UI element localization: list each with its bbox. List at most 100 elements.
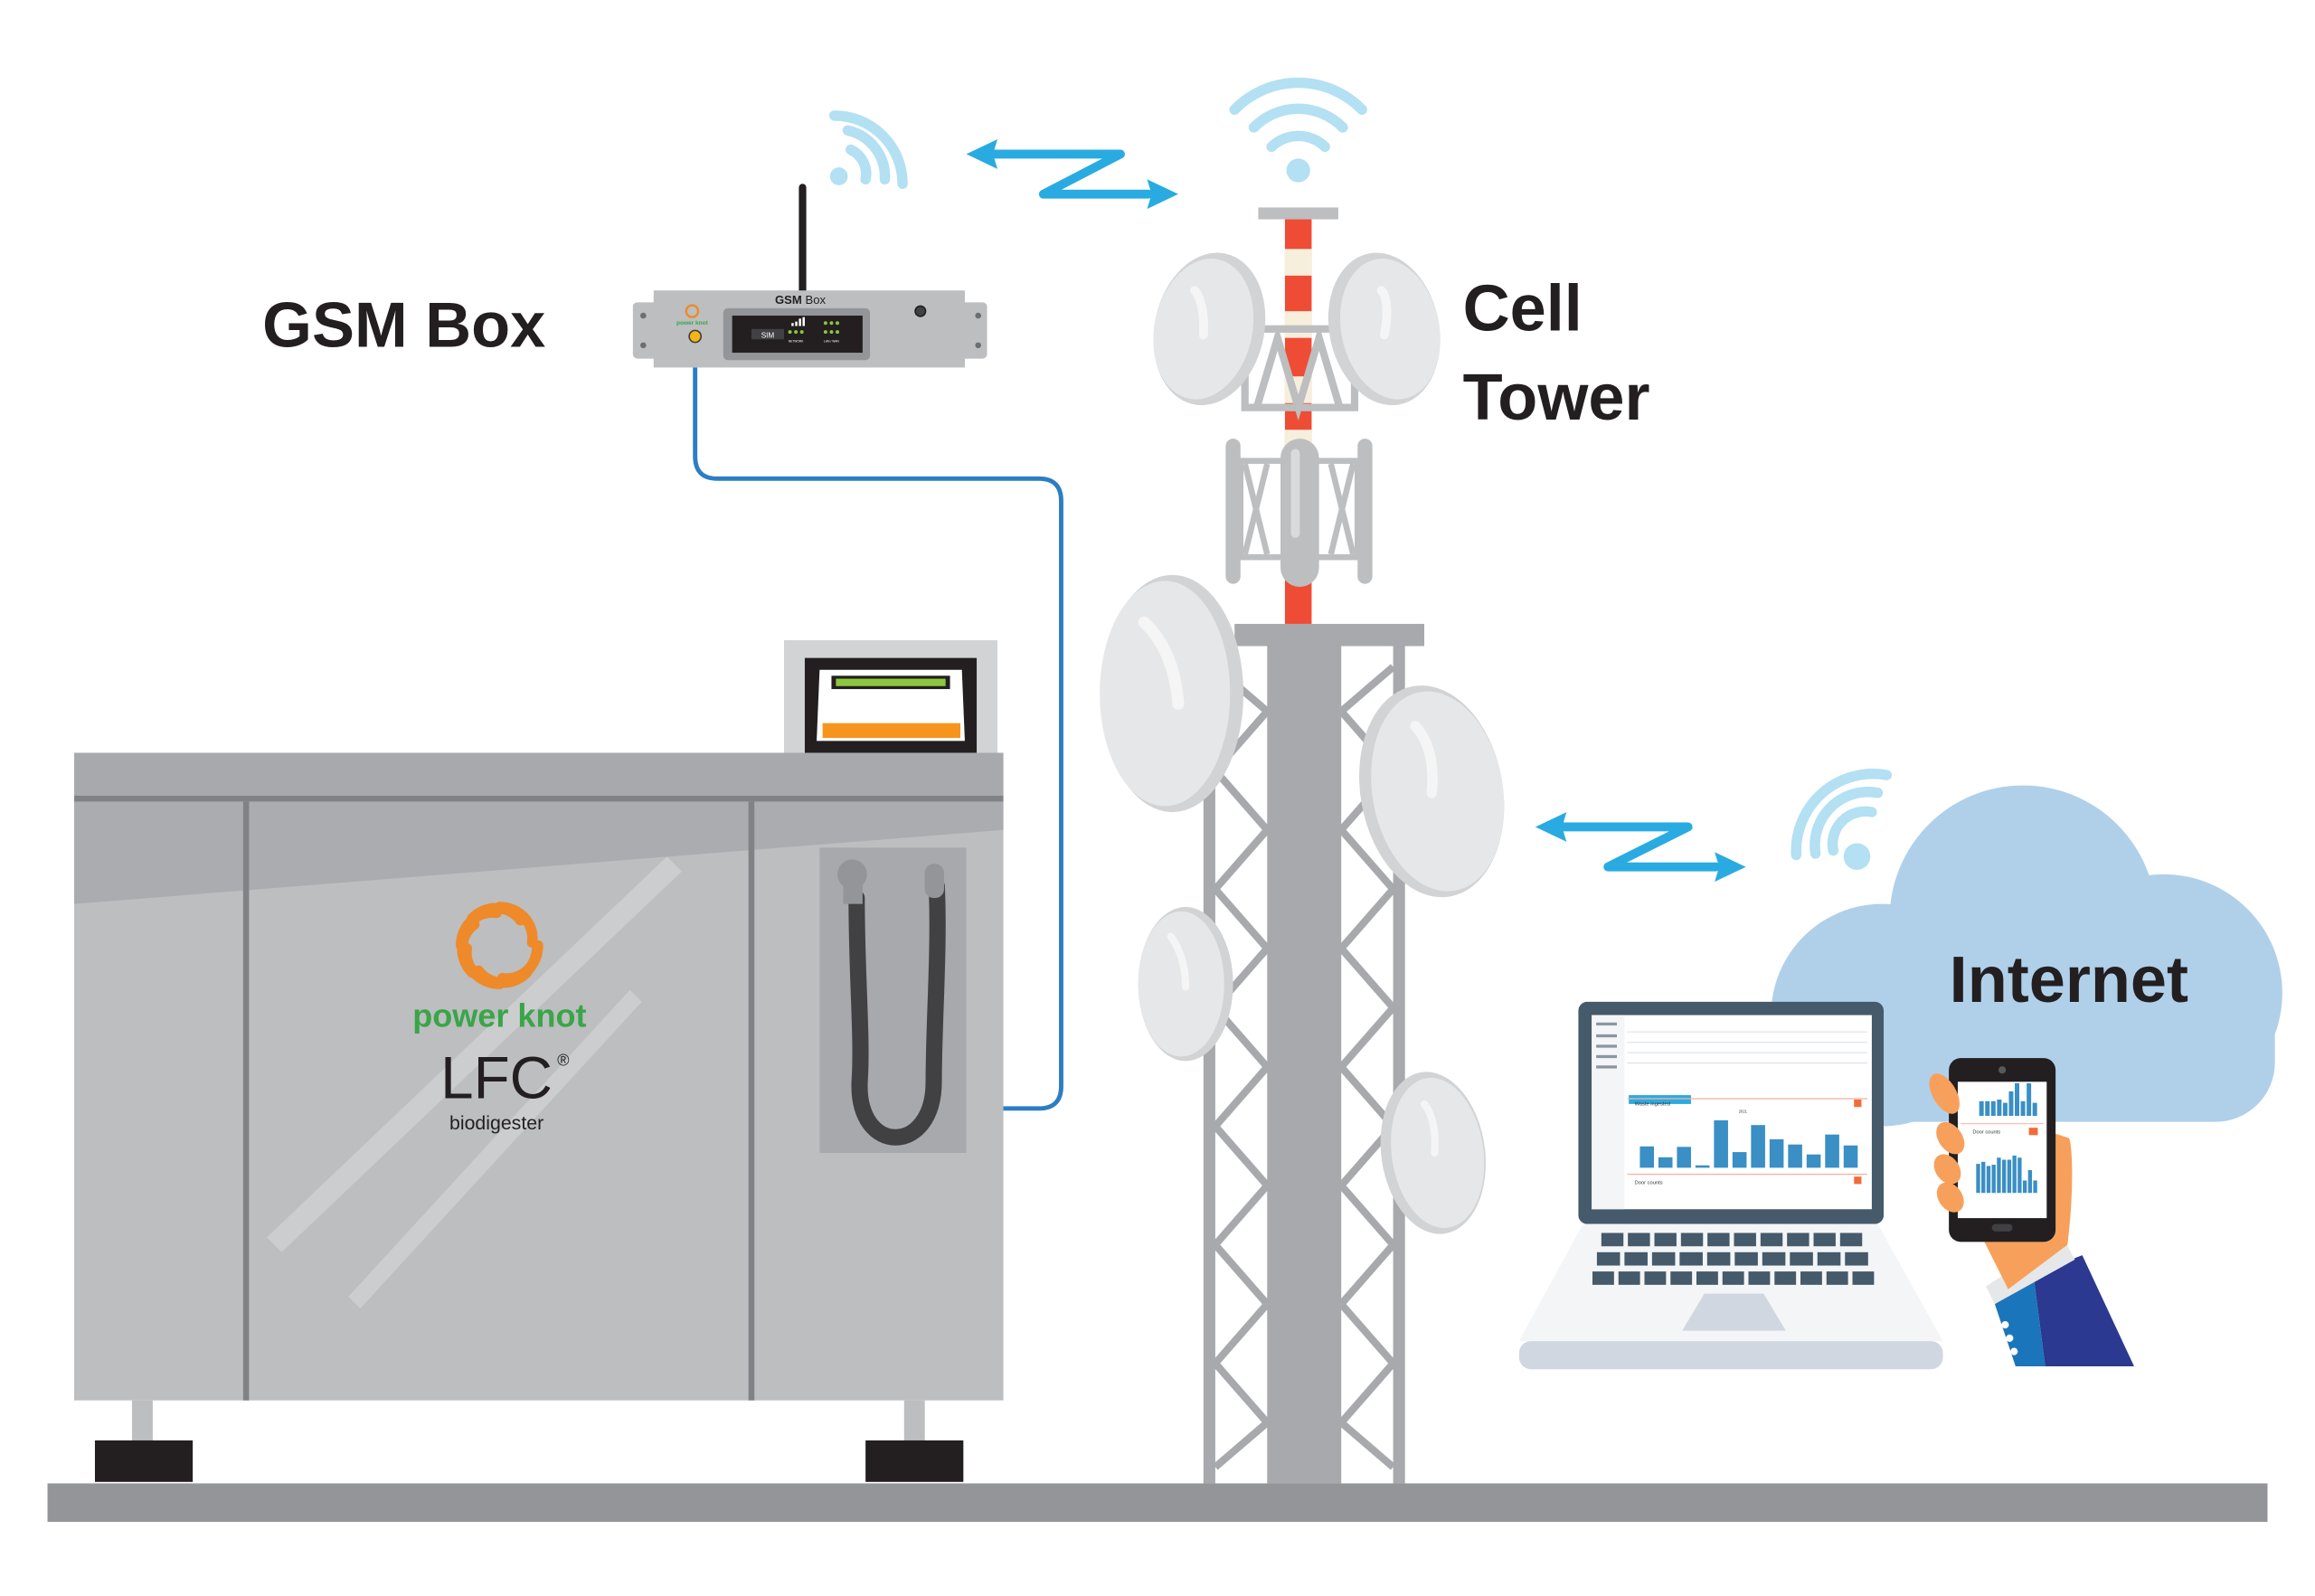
key	[1817, 1251, 1841, 1266]
key	[1618, 1271, 1640, 1285]
phone-bottom-bar-12	[2033, 1180, 2037, 1194]
wifi-signal-icon-tower	[1229, 77, 1367, 183]
laptop-chart-bars	[1639, 1119, 1858, 1168]
key	[1813, 1232, 1836, 1247]
phone-top-bar-8	[2020, 1100, 2026, 1117]
dish-top-left	[1153, 252, 1266, 406]
sim-label: SIM	[761, 332, 775, 340]
data-cable	[693, 367, 1063, 1111]
laptop-bar-11	[1825, 1134, 1839, 1168]
laptop-bar-1	[1639, 1146, 1655, 1168]
gsm-box-label: GSM Box	[262, 288, 545, 360]
phone-top-bar-1	[1979, 1100, 1984, 1117]
phone-bottom-bar-7	[2007, 1159, 2012, 1194]
dish-antennas	[1100, 252, 1505, 1234]
cell-tower-label-line2: Tower	[1463, 362, 1650, 434]
laptop: Waste ingested 2021 Door counts	[1518, 1001, 1943, 1370]
network-leds	[788, 321, 839, 335]
key	[1722, 1271, 1744, 1285]
phone-bottom-bar-10	[2022, 1180, 2027, 1194]
laptop-front-edge	[1518, 1341, 1943, 1370]
laptop-bar-9	[1788, 1144, 1802, 1168]
key	[1800, 1271, 1822, 1285]
power-knot-logo	[456, 902, 543, 989]
key	[1839, 1232, 1863, 1247]
phone-top-bar-3	[1990, 1100, 1996, 1117]
phone-bottom-bar-1	[1976, 1164, 1980, 1194]
key	[1734, 1232, 1756, 1247]
key	[1670, 1271, 1693, 1285]
biodigester-product: LFC	[440, 1044, 553, 1110]
dish-low-right	[1380, 1072, 1486, 1234]
finger-1	[1929, 1073, 1960, 1114]
phone-top-bar-6	[2008, 1091, 2014, 1117]
laptop-chart-year: 2021	[1739, 1110, 1748, 1114]
laptop-second-chart-title: Door counts	[1635, 1180, 1663, 1185]
phone-bottom-bar-6	[2001, 1159, 2007, 1194]
phone-bottom-bar-3	[1986, 1166, 1991, 1194]
key	[1845, 1251, 1868, 1266]
finger-3	[1933, 1154, 1961, 1185]
power-button-icon	[914, 305, 927, 317]
tower-core	[1267, 644, 1342, 1484]
phone-top-bar-2	[1985, 1100, 1990, 1117]
wifi-signal-icon-internet	[1791, 769, 1893, 870]
biodigester-unit: power knot LFC ® biodigester	[74, 639, 1004, 1482]
control-display	[784, 639, 998, 756]
key	[1601, 1232, 1624, 1247]
laptop-screen	[1592, 1015, 1872, 1210]
phone-bottom-bar-5	[1997, 1157, 2001, 1194]
phone-bottom-bar-4	[1991, 1165, 1996, 1194]
key	[1644, 1271, 1667, 1285]
key	[1852, 1271, 1875, 1285]
phone-top-chart-bars	[1979, 1082, 2037, 1117]
dish-top-right	[1328, 252, 1441, 406]
status-led-icon	[688, 329, 703, 344]
dish-large-right	[1359, 685, 1505, 898]
network-label: NETWORK	[789, 340, 805, 344]
laptop-bar-10	[1806, 1154, 1821, 1168]
lan-label: LAN / WAN	[824, 340, 839, 344]
bidirectional-signal-arrow-2	[1535, 812, 1746, 883]
key	[1706, 1251, 1731, 1266]
key	[1774, 1271, 1797, 1285]
gsm-box-device: GSM Box power knot SIM NETWORK LAN / WAN	[632, 184, 987, 368]
ground-bar	[47, 1483, 2268, 1523]
key	[1734, 1251, 1758, 1266]
finger-2	[1936, 1121, 1965, 1155]
cell-tower	[1100, 77, 1505, 1484]
key	[1707, 1232, 1730, 1247]
phone-home-button	[1991, 1223, 2013, 1232]
phone-bottom-chart-bars	[1976, 1155, 2037, 1194]
mast-top-cap	[1258, 207, 1338, 220]
foot-right	[865, 1440, 964, 1482]
key	[1748, 1271, 1771, 1285]
phone-bottom-bar-2	[1981, 1161, 1986, 1194]
biodigester-brand: power knot	[412, 997, 586, 1034]
phone-top-bar-7	[2015, 1082, 2020, 1117]
laptop-bar-7	[1751, 1125, 1765, 1168]
dish-mid-left	[1138, 906, 1233, 1062]
biodigester-subtitle: biodigester	[449, 1112, 543, 1134]
laptop-bar-6	[1732, 1152, 1747, 1168]
cell-tower-label-line1: Cell	[1463, 272, 1583, 345]
laptop-chart-title: Waste ingested	[1635, 1102, 1670, 1108]
laptop-bar-12	[1843, 1145, 1858, 1168]
key	[1651, 1251, 1676, 1266]
sleeve-dark	[2033, 1255, 2134, 1366]
phone-top-bar-4	[1997, 1099, 2002, 1117]
key	[1624, 1251, 1648, 1266]
key	[1596, 1251, 1620, 1266]
keyboard	[1592, 1232, 1875, 1285]
internet-label: Internet	[1950, 944, 2188, 1016]
signal-bars-icon	[791, 316, 805, 326]
gsm-brand: power knot	[676, 320, 709, 326]
wifi-signal-icon-gsm	[829, 110, 908, 189]
phone-bottom-bar-8	[2012, 1155, 2017, 1194]
key	[1592, 1271, 1614, 1285]
dish-large-left	[1100, 574, 1244, 813]
phone-bottom-bar-9	[2017, 1157, 2022, 1194]
laptop-bar-8	[1769, 1138, 1784, 1168]
key	[1760, 1232, 1783, 1247]
